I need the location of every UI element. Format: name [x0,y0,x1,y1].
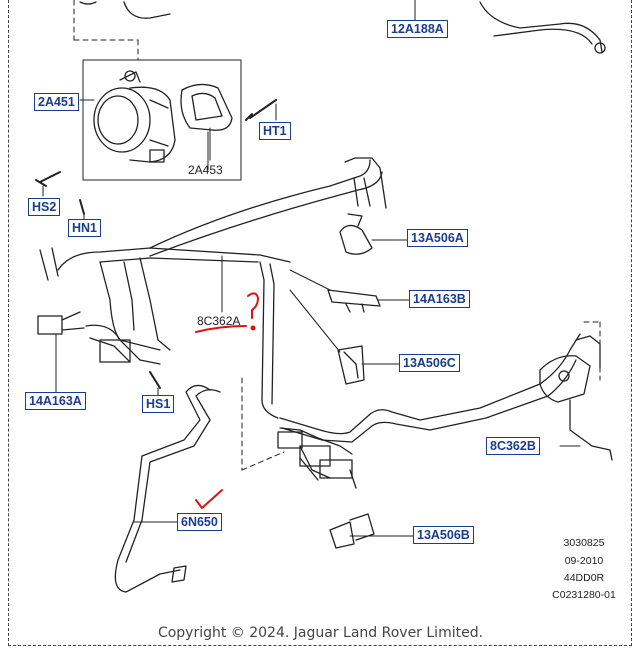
callout-HN1[interactable]: HN1 [68,219,102,237]
bracket-13A506A [339,213,373,255]
top-right-pipe [479,1,603,53]
bracket-14A163B [327,289,381,313]
bracket-8C362B [539,335,613,461]
pipe-end-fitting [594,42,606,54]
dashed-leaders [241,321,601,471]
red-question-mark [247,292,259,319]
callout-13A506C[interactable]: 13A506C [399,354,460,372]
bolt-HS1 [149,371,161,389]
top-left-hose [79,1,171,19]
bolt-HN1 [79,199,85,215]
red-annotations [195,292,259,509]
vacuum-pump-group [82,59,242,181]
gasket-2A453 [180,83,233,161]
copyright-footer: Copyright © 2024. Jaguar Land Rover Limi… [157,625,484,641]
top-dashed-leaders [73,0,139,61]
callout-14A163B[interactable]: 14A163B [409,290,470,308]
red-checkmark [195,489,223,509]
ref-line-3: 44DD0R [563,572,605,584]
leader-lines [55,131,581,537]
callout-12A188A[interactable]: 12A188A [387,20,448,38]
callout-8C362B[interactable]: 8C362B [486,437,540,455]
label-8C362A: 8C362A [197,314,241,328]
clip-assembly-14A163A [37,311,161,365]
lower-harness-cluster [277,427,357,489]
lower-hose-6N650 [114,384,221,593]
bolt-HT1 [245,99,277,121]
diagram-frame [8,0,632,646]
callout-13A506A[interactable]: 13A506A [407,229,468,247]
red-underline [195,325,247,333]
callout-13A506B[interactable]: 13A506B [413,526,474,544]
bracket-13A506B [329,513,375,549]
callout-HT1[interactable]: HT1 [259,122,291,140]
callout-2A451[interactable]: 2A451 [34,93,79,111]
top-right-pipe-2 [493,28,593,45]
callout-6N650[interactable]: 6N650 [177,513,222,531]
callout-HS1[interactable]: HS1 [142,395,175,413]
callout-14A163A[interactable]: 14A163A [25,392,86,410]
ref-line-1: 3030825 [563,537,605,549]
ref-line-2: 09-2010 [564,555,604,567]
ref-line-4: C0231280-01 [552,589,616,601]
callout-HS2[interactable]: HS2 [28,198,61,216]
bracket-13A506C [337,345,365,385]
label-2A453: 2A453 [188,163,223,177]
main-hose-harness [39,157,581,481]
bolt-HS2 [35,171,61,187]
